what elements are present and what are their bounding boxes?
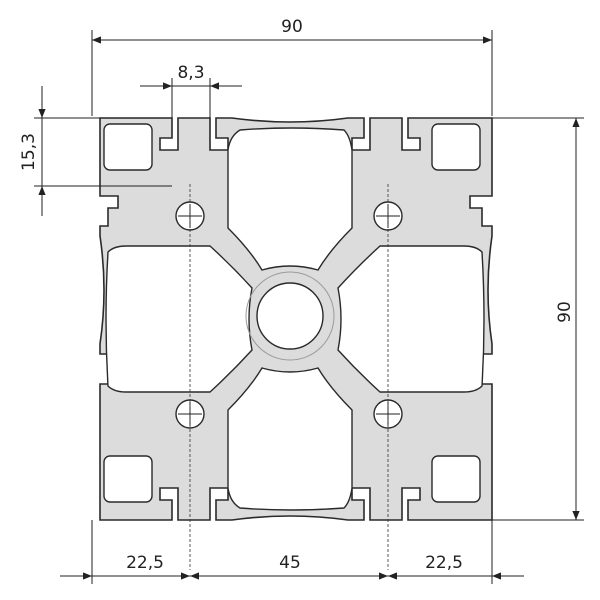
corner-cavity-bottom-left — [103, 455, 153, 503]
cavity-top — [227, 127, 353, 271]
dimension-label-slot-depth: 15,3 — [19, 133, 39, 171]
core-outer-edge — [245, 271, 335, 361]
dimension-label-slot-width: 8,3 — [177, 63, 204, 83]
dimension-slot-width: 8,3 — [140, 63, 242, 118]
cavity-left — [105, 245, 253, 393]
dimension-label-right-offset: 22,5 — [425, 553, 463, 573]
dimension-slot-depth: 15,3 — [19, 86, 172, 216]
dimension-label-left-offset: 22,5 — [126, 553, 164, 573]
dimension-label-overall-height: 90 — [555, 301, 575, 323]
cavity-right — [337, 245, 485, 393]
profile-body — [99, 117, 493, 570]
corner-cavity-bottom-right — [431, 455, 481, 503]
dimension-bottom-chain: 22,5 45 22,5 — [60, 520, 524, 584]
dimension-overall-height: 90 — [492, 117, 584, 521]
core-bore — [256, 282, 324, 350]
corner-cavity-top-right — [431, 123, 481, 171]
dimension-overall-width: 90 — [91, 17, 493, 116]
cavity-bottom — [227, 367, 353, 511]
corner-cavity-top-left — [103, 123, 153, 171]
dimension-label-center-spacing: 45 — [279, 553, 301, 573]
dimension-label-overall-width: 90 — [281, 17, 303, 37]
